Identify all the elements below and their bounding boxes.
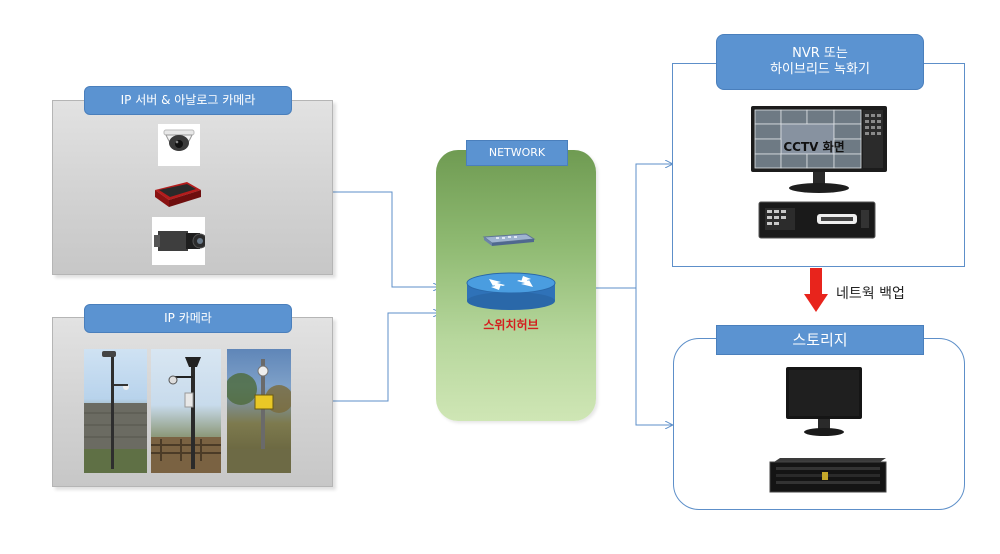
storage-server-image xyxy=(768,456,888,494)
ip-camera-title-text: IP 카메라 xyxy=(164,311,212,325)
backup-arrow-icon xyxy=(804,268,828,312)
box-camera-image xyxy=(152,217,208,265)
storage-title-text: 스토리지 xyxy=(792,330,848,349)
storage-panel-title: 스토리지 xyxy=(716,325,924,355)
network-switch-device-image xyxy=(480,232,536,248)
line-ip-to-network xyxy=(332,313,440,402)
analog-camera-panel-title: IP 서버 & 아날로그 카메라 xyxy=(84,86,292,115)
analog-camera-title-text: IP 서버 & 아날로그 카메라 xyxy=(120,93,256,107)
line-network-to-nvr xyxy=(596,164,672,289)
cctv-monitor-image xyxy=(751,104,887,194)
line-network-to-storage xyxy=(635,288,672,425)
storage-monitor-image xyxy=(786,367,862,437)
nvr-title-line1: NVR 또는 xyxy=(792,45,848,61)
line-analog-to-network xyxy=(332,191,440,287)
switch-hub-label: 스위치허브 xyxy=(483,318,539,332)
nvr-panel-title: NVR 또는 하이브리드 녹화기 xyxy=(716,34,924,90)
network-panel-title: NETWORK xyxy=(466,140,568,166)
nvr-recorder-image xyxy=(757,200,877,240)
ip-camera-photo-1 xyxy=(84,349,147,473)
switch-hub-icon xyxy=(465,271,557,311)
cctv-screen-label: CCTV 화면 xyxy=(783,140,845,154)
ip-camera-photo-3 xyxy=(227,349,291,473)
network-title-text: NETWORK xyxy=(488,146,546,160)
ip-server-image xyxy=(151,176,203,210)
dome-camera-image xyxy=(158,124,200,166)
ip-camera-photo-2 xyxy=(151,349,221,473)
ip-camera-panel-title: IP 카메라 xyxy=(84,304,292,333)
nvr-title-line2: 하이브리드 녹화기 xyxy=(770,62,870,77)
network-backup-label: 네트웍 백업 xyxy=(836,286,905,302)
